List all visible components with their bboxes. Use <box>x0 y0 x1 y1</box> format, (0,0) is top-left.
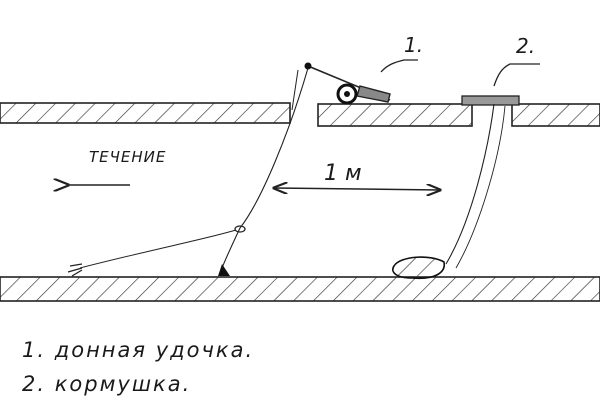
rod-line <box>218 67 309 276</box>
bottom-bank <box>0 276 600 302</box>
marker-1-label: 1. <box>404 33 423 57</box>
distance-arrow-icon <box>274 188 440 190</box>
feeder <box>392 95 520 280</box>
rod-handle <box>356 85 391 103</box>
rod-tip <box>304 62 312 70</box>
legend-item-feeder: 2. кормушка. <box>22 372 192 396</box>
leader-line <box>67 229 237 277</box>
hook-icon <box>67 263 83 277</box>
distance-label: 1 м <box>324 161 362 186</box>
top-bank-right <box>511 103 600 127</box>
sinker-icon <box>218 264 230 276</box>
marker-2-label: 2. <box>516 34 535 58</box>
bottom-rod <box>304 62 391 105</box>
top-bank-left <box>0 102 291 124</box>
top-bank-middle <box>317 103 473 127</box>
marker-1: 1. <box>380 33 423 73</box>
feeder-holder <box>461 95 520 106</box>
feeder-net-icon <box>392 256 445 280</box>
swivel-icon <box>234 225 246 233</box>
legend-item-rod: 1. донная удочка. <box>22 338 255 362</box>
current-label: ТЕЧЕНИЕ <box>89 148 166 166</box>
marker-2: 2. <box>493 34 540 87</box>
